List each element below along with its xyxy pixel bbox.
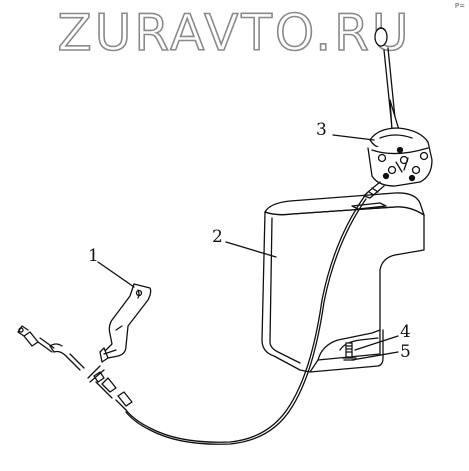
site-watermark: ZURAVTO.RU [57,3,412,63]
bracket [99,283,152,363]
bolt-and-washer [342,342,357,361]
callout-1: 1 [88,246,99,266]
callout-2: 2 [212,227,223,247]
housing-cover [261,192,425,373]
callout-4: 4 [400,322,411,342]
leader-lines [97,134,399,361]
gearshift-mechanism [363,27,433,199]
shift-cable [125,196,367,445]
callout-5: 5 [400,342,411,362]
corner-mark: P= [454,2,465,10]
callout-3: 3 [316,120,327,140]
cable-end-assembly [17,325,133,411]
